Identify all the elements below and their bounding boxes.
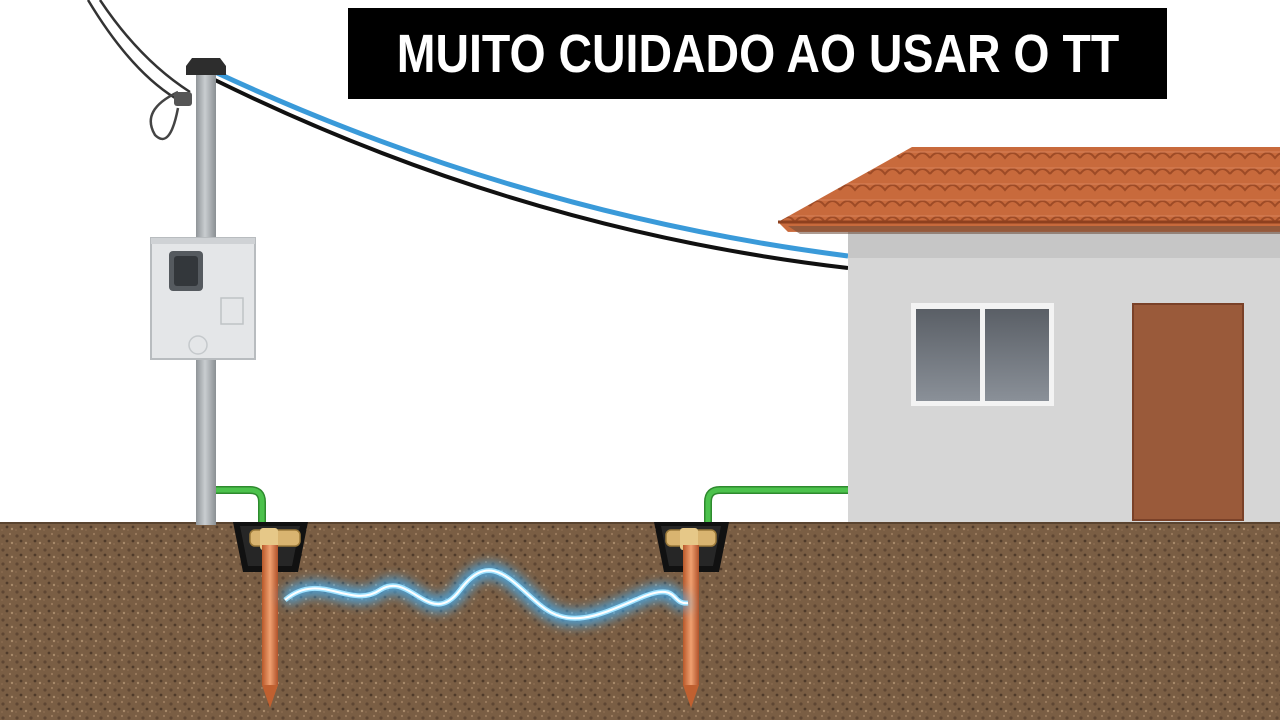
meter-box-icon: [150, 237, 256, 360]
overhead-wires: [86, 0, 192, 141]
ground-wire-pole: [216, 486, 266, 540]
title-text: MUITO CUIDADO AO USAR O TT: [396, 23, 1119, 84]
title-banner: MUITO CUIDADO AO USAR O TT: [348, 8, 1167, 99]
soil-ground: [0, 522, 1280, 720]
roof-icon: [778, 147, 1280, 232]
house-icon: [778, 147, 1280, 522]
ground-wire-house: [704, 486, 848, 540]
ground-rod-icon: [233, 522, 308, 708]
service-drop-cable: [213, 69, 849, 270]
electric-arc-icon: [280, 563, 689, 626]
door-icon: [1132, 303, 1244, 521]
ground-rod-icon: [654, 522, 729, 708]
window-icon: [911, 303, 1054, 406]
